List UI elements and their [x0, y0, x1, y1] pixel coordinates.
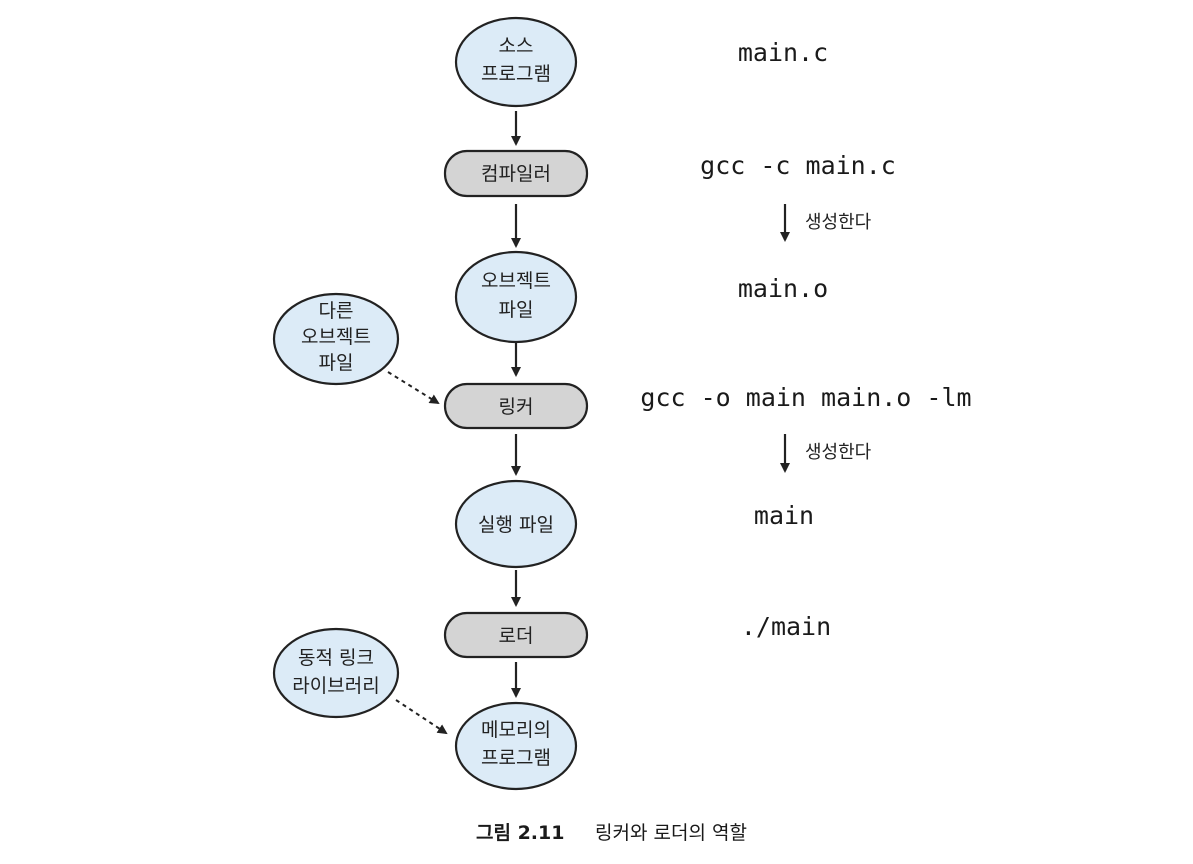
node-source-program: 소스 프로그램	[454, 16, 578, 108]
linker-label: 링커	[499, 396, 534, 418]
command-object-file: main.o	[738, 274, 828, 303]
command-compile: gcc -c main.c	[700, 151, 896, 180]
loader-label: 로더	[499, 625, 534, 647]
other-object-file-label-line3: 파일	[319, 352, 354, 374]
node-compiler: 컴파일러	[443, 149, 589, 198]
command-column: main.c gcc -c main.c main.o gcc -o main …	[640, 38, 971, 641]
command-executable: main	[754, 501, 814, 530]
generates-annotation-1: 생성한다	[780, 204, 872, 242]
executable-file-label: 실행 파일	[478, 514, 554, 536]
arrow-other-object-to-linker	[387, 371, 440, 405]
object-file-label-line1: 오브젝트	[481, 270, 551, 292]
command-run: ./main	[741, 612, 831, 641]
node-executable-file: 실행 파일	[454, 479, 578, 569]
dynamic-link-library-label-line2: 라이브러리	[292, 675, 379, 697]
command-source-file: main.c	[738, 38, 828, 67]
node-dynamic-link-library: 동적 링크 라이브러리	[272, 627, 400, 719]
generates-label-1: 생성한다	[805, 212, 872, 233]
node-linker: 링커	[443, 382, 589, 430]
program-in-memory-label-line2: 프로그램	[481, 747, 551, 769]
node-other-object-file: 다른 오브젝트 파일	[272, 292, 400, 386]
generates-label-2: 생성한다	[805, 442, 872, 463]
generates-annotation-2: 생성한다	[780, 434, 872, 473]
caption-number: 그림 2.11	[476, 822, 564, 844]
figure-caption: 그림 2.11 링커와 로더의 역할	[476, 822, 747, 844]
source-program-label-line2: 프로그램	[481, 63, 551, 85]
compiler-label: 컴파일러	[481, 163, 551, 185]
program-in-memory-label-line1: 메모리의	[481, 719, 551, 741]
source-program-label-line1: 소스	[499, 35, 534, 57]
node-loader: 로더	[443, 611, 589, 659]
other-object-file-label-line2: 오브젝트	[301, 326, 371, 348]
command-link: gcc -o main main.o -lm	[640, 383, 971, 412]
other-object-file-label-line1: 다른	[319, 300, 354, 322]
node-program-in-memory: 메모리의 프로그램	[454, 701, 578, 791]
arrow-library-to-memory	[395, 699, 448, 735]
object-file-label-line2: 파일	[499, 299, 534, 321]
caption-text: 링커와 로더의 역할	[595, 822, 747, 844]
dashed-arrows	[387, 371, 448, 735]
node-object-file: 오브젝트 파일	[454, 250, 578, 344]
dynamic-link-library-label-line1: 동적 링크	[298, 647, 374, 669]
